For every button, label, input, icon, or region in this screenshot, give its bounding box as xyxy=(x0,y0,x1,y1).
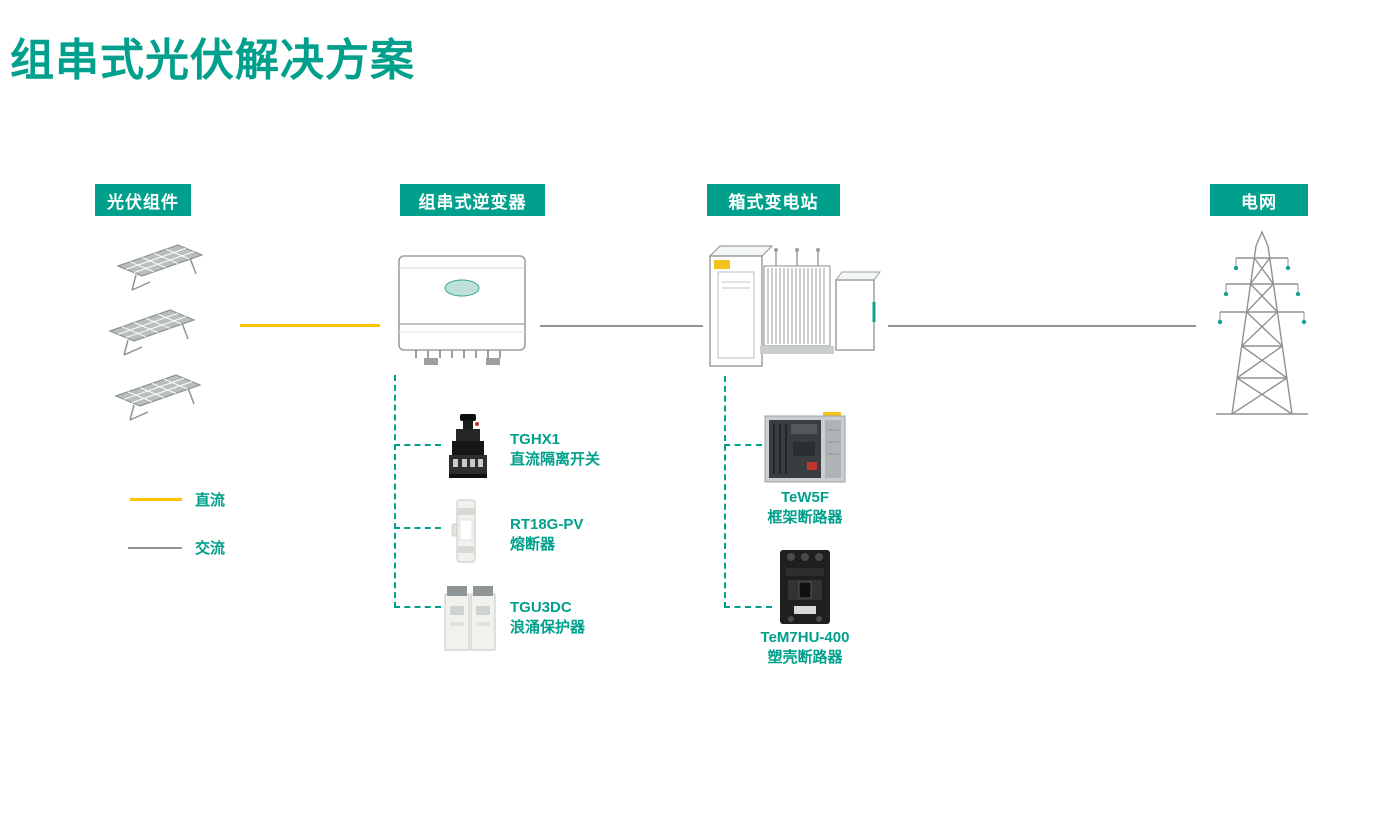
product-tem7hu-400-name: TeM7HU-400 xyxy=(760,629,850,646)
solar-panel-icon xyxy=(102,303,198,362)
solar-panel-icon xyxy=(110,238,206,297)
badge-box-substation: 箱式变电站 xyxy=(707,184,840,216)
inverter-branch-line xyxy=(394,527,441,529)
legend-dc-line xyxy=(130,498,182,501)
solar-panel-icon xyxy=(108,368,204,427)
legend-ac-label: 交流 xyxy=(195,540,226,557)
legend-dc-label: 直流 xyxy=(195,492,226,509)
inverter-branch-line xyxy=(394,444,441,446)
product-tem7hu-400-label: TeM7HU-400 塑壳断路器 xyxy=(725,628,885,668)
product-tem7hu-400-image xyxy=(774,544,836,635)
product-tew5f-name: TeW5F xyxy=(780,489,830,506)
product-tghx1-image xyxy=(443,412,493,489)
product-rt18g-pv-image xyxy=(448,498,484,569)
product-tgu3dc-desc: 浪涌保护器 xyxy=(510,619,586,636)
product-rt18g-pv-name: RT18G-PV xyxy=(510,516,584,533)
badge-power-grid: 电网 xyxy=(1210,184,1308,216)
inverter-branch-line xyxy=(394,606,441,608)
legend-ac: 交流 xyxy=(128,537,225,558)
ac-line xyxy=(888,325,1196,327)
ac-line xyxy=(540,325,703,327)
substation-branch-line xyxy=(724,444,762,446)
product-tgu3dc-name: TGU3DC xyxy=(510,599,572,616)
dc-line xyxy=(240,324,380,327)
transmission-tower-icon xyxy=(1212,226,1312,421)
substation-branch-line xyxy=(724,376,726,608)
product-tghx1-name: TGHX1 xyxy=(510,431,561,448)
product-tgu3dc-image xyxy=(442,584,498,657)
product-tew5f-image xyxy=(763,408,847,493)
string-inverter-illustration xyxy=(394,248,534,378)
badge-pv-modules: 光伏组件 xyxy=(95,184,191,216)
product-rt18g-pv-desc: 熔断器 xyxy=(510,536,556,553)
product-tem7hu-400-desc: 塑壳断路器 xyxy=(767,649,843,666)
substation-branch-line xyxy=(724,606,772,608)
page-title: 组串式光伏解决方案 xyxy=(10,36,415,85)
product-tghx1-desc: 直流隔离开关 xyxy=(510,451,601,468)
inverter-branch-line xyxy=(394,375,396,608)
legend-dc: 直流 xyxy=(130,489,225,510)
product-tew5f-label: TeW5F 框架断路器 xyxy=(735,488,875,528)
product-tghx1-label: TGHX1 直流隔离开关 xyxy=(510,430,600,470)
product-rt18g-pv-label: RT18G-PV 熔断器 xyxy=(510,515,583,555)
box-substation-illustration xyxy=(702,236,882,381)
product-tgu3dc-label: TGU3DC 浪涌保护器 xyxy=(510,598,585,638)
badge-string-inverter: 组串式逆变器 xyxy=(400,184,545,216)
product-tew5f-desc: 框架断路器 xyxy=(767,509,843,526)
legend-ac-line xyxy=(128,546,182,549)
